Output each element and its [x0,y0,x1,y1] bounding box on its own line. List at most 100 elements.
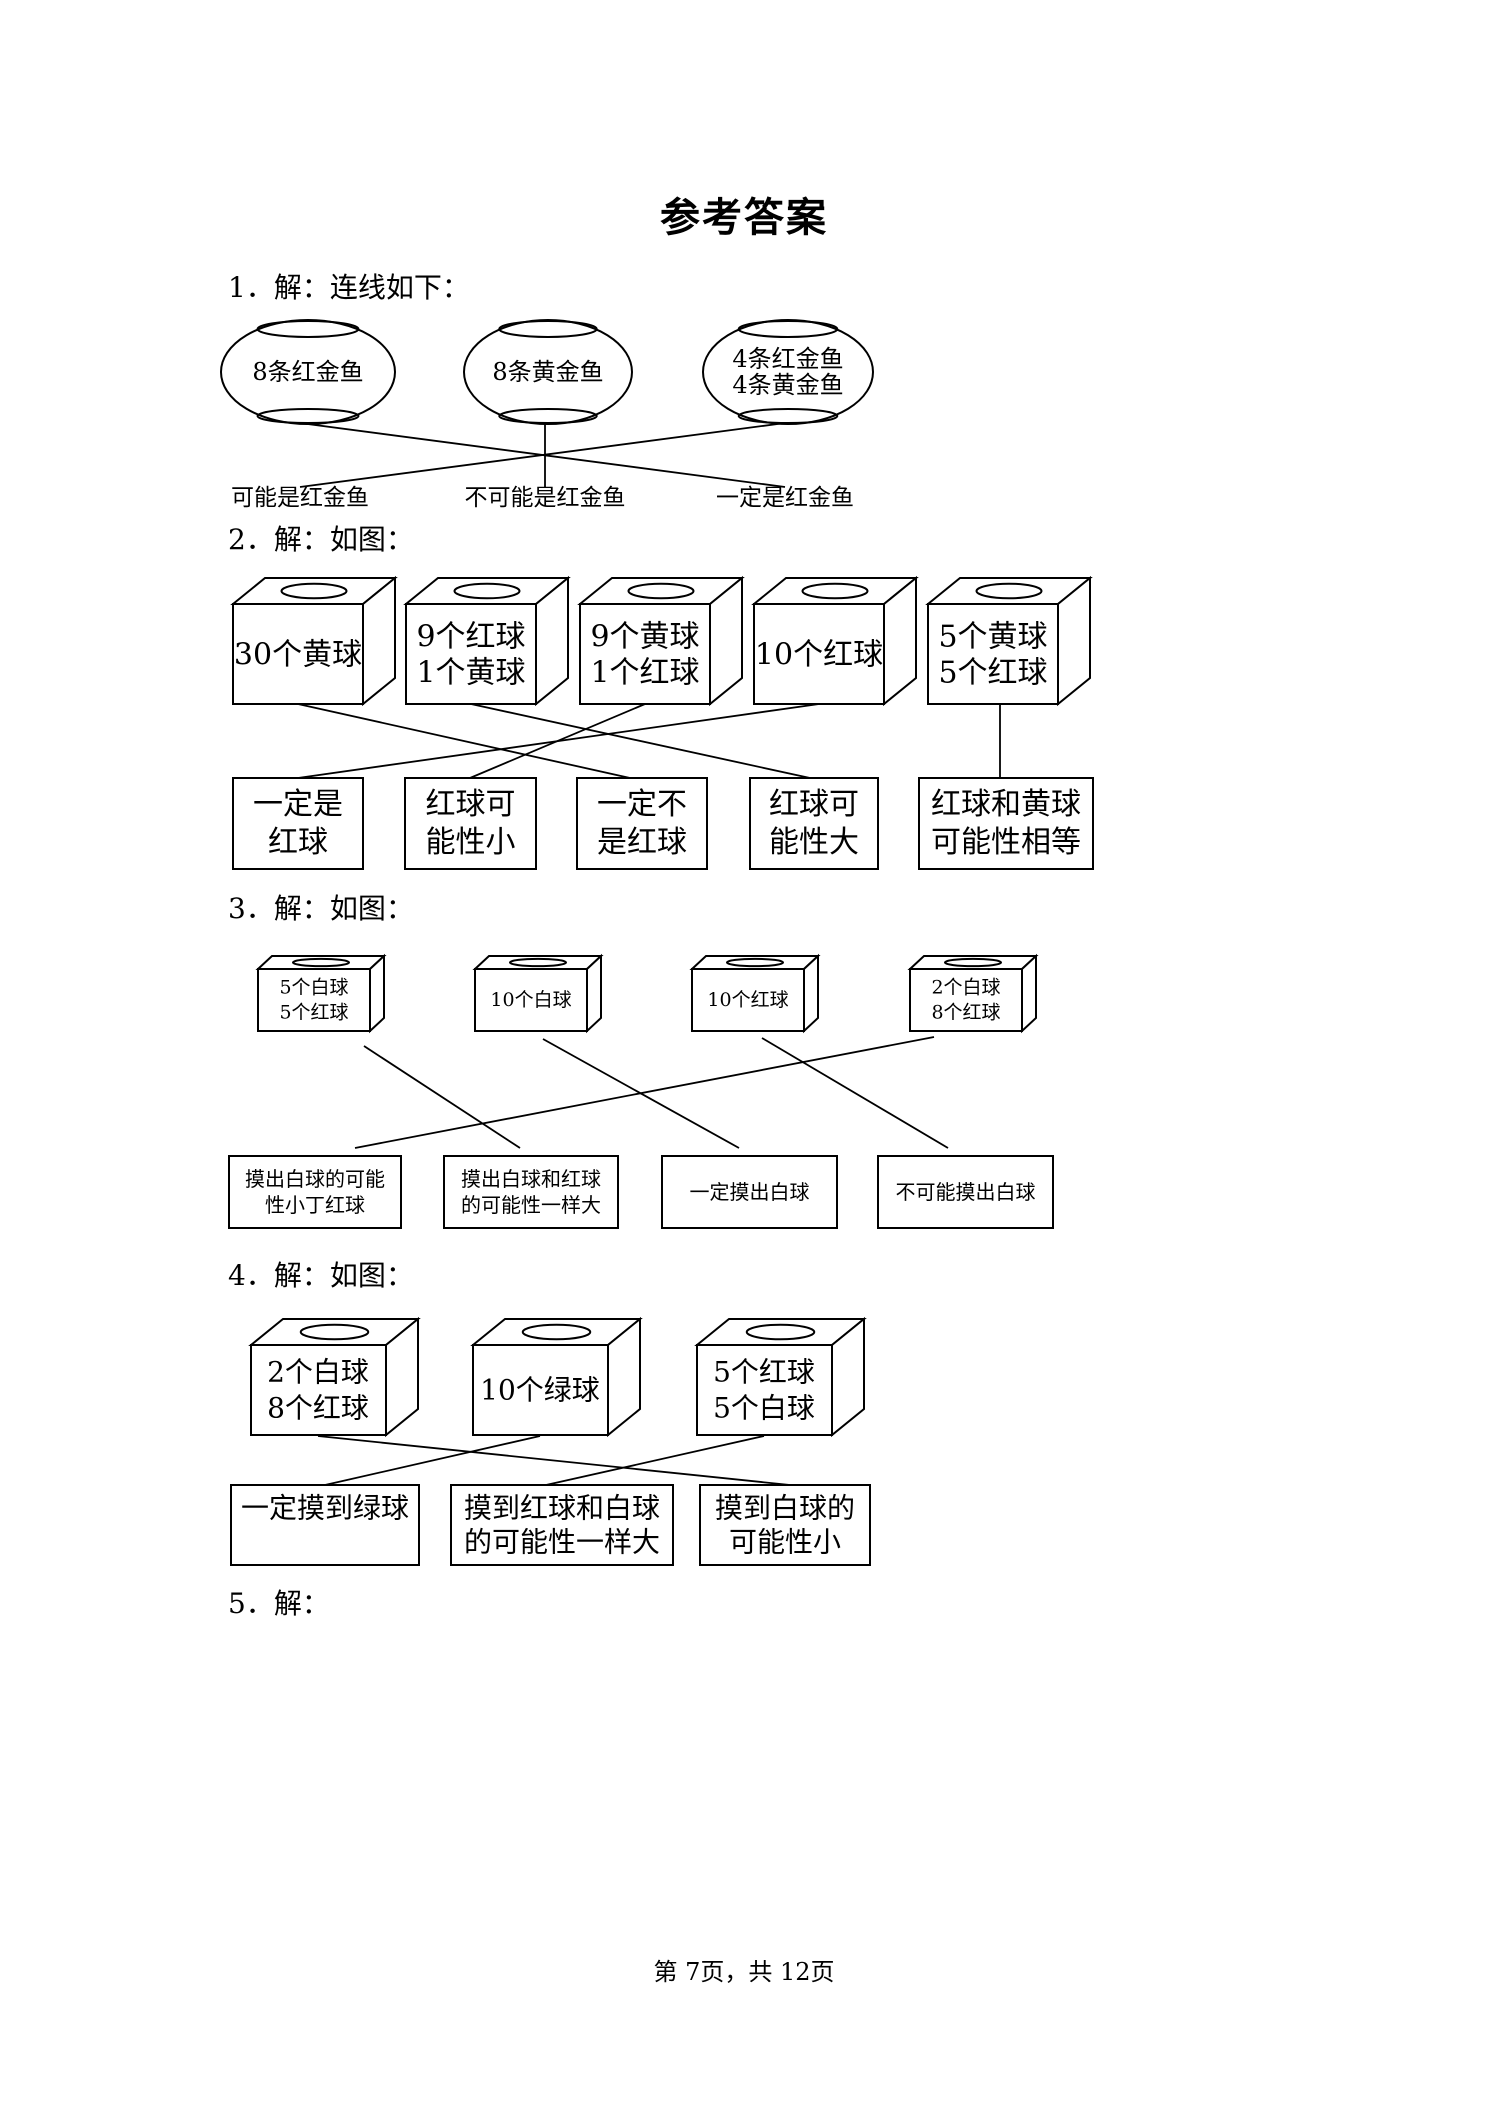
q1-heading: 1．解：连线如下： [228,271,470,304]
q4-box-label-2-line-0: 5个红球 [713,1356,815,1389]
q3-box-1-front [474,968,588,1032]
q2-box-0-hole [280,582,348,600]
q2-answer-label-0-line-0: 一定是 [253,787,343,822]
q1-answer-2: 一定是红金鱼 [716,485,854,511]
q3-answer-box-1 [443,1155,619,1229]
q3-box-1-hole [509,957,567,968]
q3-answer-box-3 [877,1155,1054,1229]
q4-box-1-hole [521,1323,592,1341]
q2-answer-label-3-line-1: 能性大 [769,825,859,860]
q4-answer-label-0-line-0: 一定摸到绿球 [241,1492,409,1525]
q4-box-1-front [472,1344,609,1436]
q3-answer-label-0-line-1: 性小丁红球 [265,1193,365,1217]
q2-link-1 [470,703,811,779]
q1-bowl-rim-0 [256,320,360,338]
q2-answer-label-1-line-1: 能性小 [426,825,516,860]
q2-answer-box-4 [918,777,1094,870]
q3-link-0 [363,1045,521,1149]
q2-link-0 [297,703,631,779]
q2-box-3-hole [801,582,869,600]
q2-answer-label-2-line-0: 一定不 [597,787,687,822]
q1-bowl-rim-2 [737,320,839,338]
q3-box-label-1-line-0: 10个白球 [490,989,571,1011]
q1-bowl-base-1 [498,408,598,424]
q3-box-3-front [909,968,1023,1032]
q2-box-label-3-line-0: 10个红球 [755,638,883,673]
q4-answer-label-2-line-0: 摸到白球的 [715,1492,855,1525]
q2-box-3-front [753,603,885,705]
q2-box-4-front [927,603,1059,705]
q2-answer-label-3-line-0: 红球可 [769,787,859,822]
q2-box-label-1-line-0: 9个红球 [416,620,525,655]
q4-answer-label-1-line-1: 的可能性一样大 [464,1526,660,1559]
q1-bowl-label-2-line-0: 4条红金鱼 [732,345,843,373]
q3-box-label-0-line-1: 5个红球 [279,1002,348,1024]
q3-link-2 [761,1037,949,1149]
q3-box-label-3-line-0: 2个白球 [931,977,1000,999]
q2-box-label-0-line-0: 30个黄球 [234,638,362,673]
q3-box-0-front [257,968,371,1032]
q2-answer-label-2-line-1: 是红球 [597,825,687,860]
q2-answer-box-2 [576,777,708,870]
page-title: 参考答案 [660,194,828,241]
q2-box-2-front [579,603,711,705]
q3-link-3 [354,1036,935,1149]
q3-box-3-hole [944,957,1002,968]
q3-box-1-side [586,953,602,1034]
q3-answer-label-2-line-0: 一定摸出白球 [690,1180,810,1204]
q4-box-2-hole [745,1323,816,1341]
q4-answer-label-1-line-0: 摸到红球和白球 [464,1492,660,1525]
q4-answer-box-1 [450,1484,674,1566]
q2-answer-label-4-line-1: 可能性相等 [931,825,1081,860]
q1-answer-0: 可能是红金鱼 [231,485,369,511]
q4-box-0-hole [299,1323,370,1341]
q2-answer-box-3 [749,777,879,870]
q2-box-1-front [405,603,537,705]
q3-answer-label-3-line-0: 不可能摸出白球 [896,1180,1036,1204]
q3-box-label-0-line-0: 5个白球 [279,977,348,999]
q3-answer-box-0 [228,1155,402,1229]
q3-box-2-side [803,953,819,1034]
q1-bowl-rim-1 [498,320,598,338]
q5-heading: 5．解： [228,1587,330,1620]
q1-bowl-label-0-line-0: 8条红金鱼 [252,358,363,386]
q3-heading: 3．解：如图： [228,892,414,925]
q2-heading: 2．解：如图： [228,523,414,556]
q3-answer-label-0-line-0: 摸出白球的可能 [245,1167,385,1191]
q2-box-label-4-line-0: 5个黄球 [938,620,1047,655]
q3-box-label-3-line-1: 8个红球 [931,1002,1000,1024]
q2-box-label-1-line-1: 1个黄球 [416,656,525,691]
q2-answer-label-0-line-1: 红球 [268,825,328,860]
q2-box-4-hole [975,582,1043,600]
q3-box-0-hole [292,957,350,968]
q1-bowl-label-2-line-1: 4条黄金鱼 [732,371,843,399]
q1-answer-1: 不可能是红金鱼 [465,485,626,511]
q3-box-label-2-line-0: 10个红球 [707,989,788,1011]
q4-box-label-0-line-0: 2个白球 [267,1356,369,1389]
page-footer: 第 7页，共 12页 [653,1958,835,1986]
q4-box-label-2-line-1: 5个白球 [713,1392,815,1425]
q2-box-label-2-line-1: 1个红球 [590,656,699,691]
q2-link-3 [297,703,820,779]
q4-box-2-front [696,1344,833,1436]
q4-box-label-0-line-1: 8个红球 [267,1392,369,1425]
q4-link-2 [545,1435,765,1486]
q3-answer-label-1-line-0: 摸出白球和红球 [461,1167,601,1191]
q3-box-3-side [1021,953,1037,1034]
q3-answer-box-2 [661,1155,838,1229]
q4-answer-label-2-line-1: 可能性小 [729,1526,841,1559]
q2-box-0-front [232,603,364,705]
q2-box-2-hole [627,582,695,600]
q4-link-0 [317,1435,791,1486]
q4-box-0-front [250,1344,387,1436]
q3-box-2-front [691,968,805,1032]
q2-box-1-hole [453,582,521,600]
q2-answer-label-1-line-0: 红球可 [426,787,516,822]
q1-bowl-base-0 [256,408,360,424]
q1-bowl-label-1-line-0: 8条黄金鱼 [492,358,603,386]
q1-bowl-base-2 [737,408,839,424]
q2-box-label-2-line-0: 9个黄球 [590,620,699,655]
q4-box-label-1-line-0: 10个绿球 [480,1374,600,1407]
q1-link-1 [299,422,786,488]
